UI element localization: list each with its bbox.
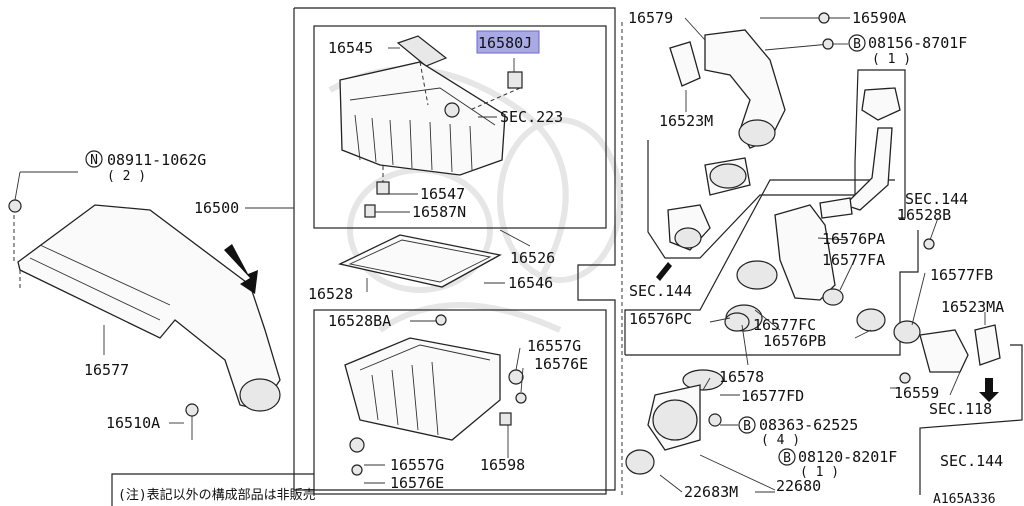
- label-16578[interactable]: 16578: [719, 368, 764, 386]
- label-16545[interactable]: 16545: [328, 39, 373, 57]
- throttle-body-22680: [625, 384, 722, 475]
- air-cleaner-body: [344, 314, 527, 476]
- label-16598[interactable]: 16598: [480, 456, 525, 474]
- label-16576E-bottom[interactable]: 16576E: [390, 474, 444, 492]
- label-16579[interactable]: 16579: [628, 9, 673, 27]
- label-16557G-top[interactable]: 16557G: [527, 337, 581, 355]
- footnote: (注)表記以外の構成部品は非販売: [118, 487, 316, 503]
- label-16546[interactable]: 16546: [508, 274, 553, 292]
- label-16577[interactable]: 16577: [84, 361, 129, 379]
- air-duct-16577: [13, 204, 281, 412]
- inlet-duct-16579: [669, 12, 834, 149]
- svg-text:N: N: [90, 153, 98, 168]
- label-16580J[interactable]: 16580J: [478, 34, 532, 52]
- bolts: [8, 199, 199, 440]
- svg-text:B: B: [783, 451, 791, 466]
- label-16576E-top[interactable]: 16576E: [534, 355, 588, 373]
- label-16528B[interactable]: 16528B: [897, 206, 951, 224]
- label-16547[interactable]: 16547: [420, 185, 465, 203]
- label-08156-qty: ( 1 ): [872, 52, 911, 67]
- svg-text:B: B: [853, 37, 861, 52]
- label-16557G-bottom[interactable]: 16557G: [390, 456, 444, 474]
- label-08911-qty: ( 2 ): [107, 169, 146, 184]
- part-labels: 16579 16590A 08156-8701F ( 1 ) 16523M 16…: [84, 9, 1004, 506]
- label-16523M[interactable]: 16523M: [659, 112, 713, 130]
- label-08363-qty: ( 4 ): [761, 433, 800, 448]
- label-16577FA[interactable]: 16577FA: [822, 251, 885, 269]
- label-16526[interactable]: 16526: [510, 249, 555, 267]
- badge-n-08911: N: [85, 150, 103, 168]
- label-16559[interactable]: 16559: [894, 384, 939, 402]
- label-16576PA[interactable]: 16576PA: [822, 230, 885, 248]
- label-16577FC[interactable]: 16577FC: [753, 316, 816, 334]
- outlet-parts: [893, 238, 1001, 384]
- label-16577FB[interactable]: 16577FB: [930, 266, 993, 284]
- filter-strip-16545: [396, 35, 448, 67]
- connector-sec144: [667, 157, 751, 251]
- label-sec118[interactable]: SEC.118: [929, 400, 992, 418]
- badge-b-08363: B: [738, 416, 756, 434]
- air-filter-16546: [338, 234, 502, 288]
- label-22683M[interactable]: 22683M: [684, 483, 738, 501]
- label-22680[interactable]: 22680: [776, 477, 821, 495]
- label-08120-qty: ( 1 ): [800, 465, 839, 480]
- svg-text:B: B: [743, 419, 751, 434]
- label-sec144-c[interactable]: SEC.144: [940, 452, 1003, 470]
- label-16580J-prefix: 16580: [478, 34, 523, 52]
- clip-parts: [364, 166, 390, 218]
- label-16577FD[interactable]: 16577FD: [741, 387, 804, 405]
- label-16510A[interactable]: 16510A: [106, 414, 160, 432]
- label-16523MA[interactable]: 16523MA: [941, 298, 1004, 316]
- highlight-16580: [476, 30, 540, 54]
- label-08120-8201F[interactable]: 08120-8201F: [798, 448, 897, 466]
- air-cleaner-cover-16526: [339, 61, 523, 176]
- duct-assembly: [682, 204, 886, 391]
- resonator-hose: [819, 87, 901, 219]
- label-16500[interactable]: 16500: [194, 199, 239, 217]
- label-08911-1062G[interactable]: 08911-1062G: [107, 151, 206, 169]
- label-sec144-a[interactable]: SEC.144: [905, 190, 968, 208]
- frames: [111, 7, 1023, 506]
- label-16587N[interactable]: 16587N: [412, 203, 466, 221]
- label-16576PB[interactable]: 16576PB: [763, 332, 826, 350]
- label-08363-62525[interactable]: 08363-62525: [759, 416, 858, 434]
- label-sec144-b[interactable]: SEC.144: [629, 282, 692, 300]
- figure-id: A165A336: [933, 492, 996, 506]
- direction-arrows: [224, 244, 999, 402]
- badge-b-08156: B: [848, 34, 866, 52]
- label-16528[interactable]: 16528: [308, 285, 353, 303]
- label-16528BA[interactable]: 16528BA: [328, 312, 391, 330]
- label-sec223[interactable]: SEC.223: [500, 108, 563, 126]
- label-16590A[interactable]: 16590A: [852, 9, 906, 27]
- label-16576PC[interactable]: 16576PC: [629, 310, 692, 328]
- label-16580J-suffix: J: [523, 34, 532, 52]
- leader-lines: [14, 17, 986, 493]
- badge-b-08120: B: [778, 448, 796, 466]
- label-08156-8701F[interactable]: 08156-8701F: [868, 34, 967, 52]
